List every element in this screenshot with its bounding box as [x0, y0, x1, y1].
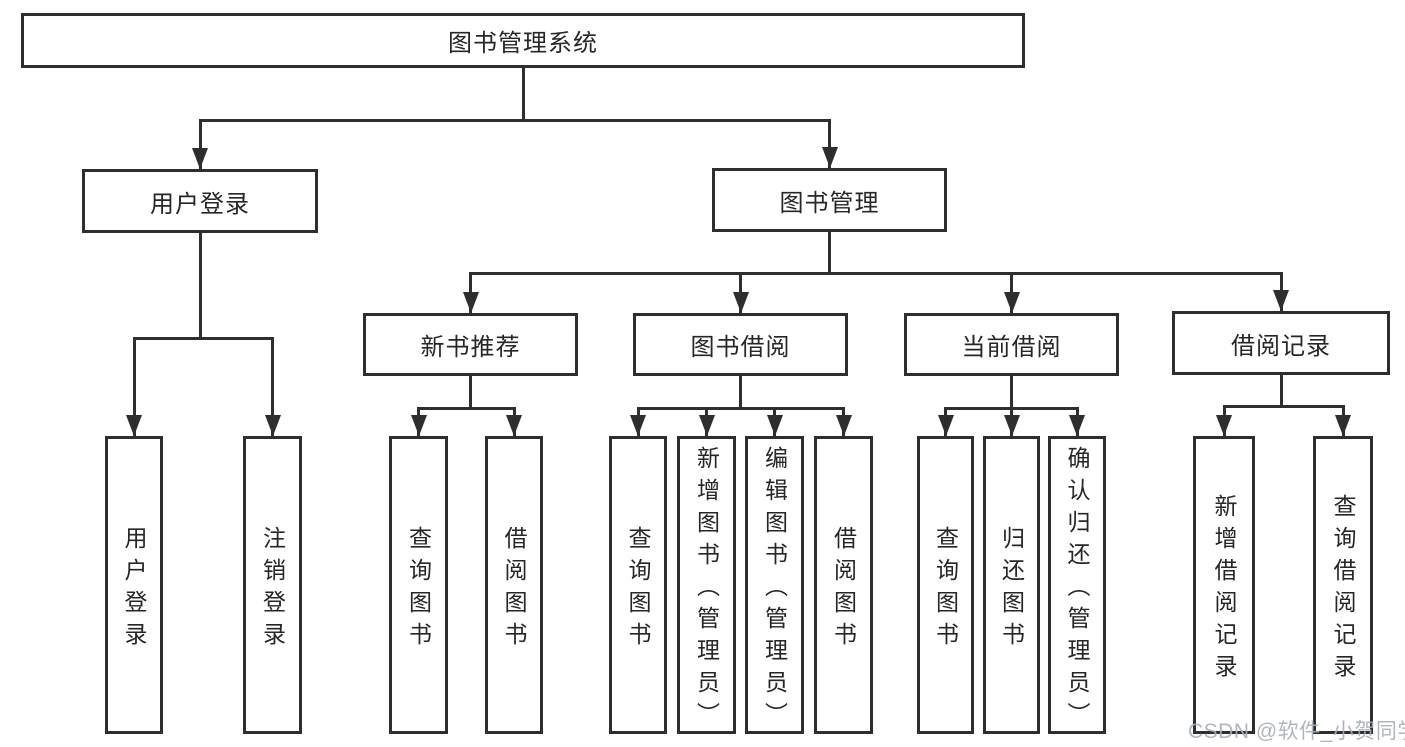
- arrowhead-icon: [821, 147, 838, 168]
- edge-bus: [417, 407, 516, 410]
- edge-bus: [132, 337, 274, 340]
- arrowhead-icon: [264, 415, 281, 436]
- edge-drop: [828, 119, 831, 168]
- diagram-node-label: 确认归还（管理员）: [1064, 445, 1090, 734]
- diagram-node-label: 用户登录: [121, 525, 147, 654]
- edge-bus: [469, 272, 1283, 275]
- diagram-node-leaf-add-borrow-record: 新增借阅记录: [1193, 436, 1255, 734]
- diagram-node-label: 查询图书: [625, 525, 651, 654]
- edge-stem: [521, 68, 525, 122]
- arrowhead-icon: [937, 415, 954, 436]
- diagram-node-label: 当前借阅: [961, 334, 1062, 361]
- diagram-node-leaf-borrow-books-2: 借阅图书: [814, 436, 873, 734]
- edge-stem: [1010, 376, 1013, 410]
- diagram-node-label: 新书推荐: [420, 334, 521, 361]
- edge-bus: [636, 407, 845, 410]
- diagram-node-leaf-logout: 注销登录: [243, 436, 302, 734]
- diagram-node-root: 图书管理系统: [21, 13, 1025, 68]
- diagram-node-label: 借阅图书: [501, 525, 527, 654]
- edge-stem: [469, 376, 472, 410]
- diagram-node-new-book-rec: 新书推荐: [363, 313, 578, 376]
- diagram-node-leaf-query-borrow-record: 查询借阅记录: [1313, 436, 1373, 734]
- diagram-node-leaf-query-books-3: 查询图书: [917, 436, 974, 734]
- arrowhead-icon: [766, 415, 783, 436]
- diagram-node-book-mgmt: 图书管理: [712, 168, 947, 232]
- arrowhead-icon: [732, 292, 749, 313]
- edge-bus: [198, 119, 831, 122]
- diagram-node-label: 图书借阅: [690, 334, 791, 361]
- diagram-node-label: 注销登录: [259, 525, 286, 654]
- diagram-node-leaf-add-book: 新增图书（管理员）: [677, 436, 736, 734]
- diagram-node-borrow-records: 借阅记录: [1172, 311, 1390, 375]
- arrowhead-icon: [1069, 415, 1085, 436]
- edge-drop: [271, 337, 274, 436]
- edge-drop: [132, 337, 136, 436]
- diagram-node-leaf-borrow-books-1: 借阅图书: [485, 436, 543, 734]
- arrowhead-icon: [126, 415, 142, 436]
- arrowhead-icon: [1273, 290, 1289, 311]
- arrowhead-icon: [1003, 292, 1020, 313]
- watermark: CSDN @软件_小贺同学: [1188, 720, 1405, 743]
- edge-stem: [198, 233, 202, 340]
- arrowhead-icon: [835, 415, 852, 436]
- diagram-node-leaf-query-books-1: 查询图书: [389, 436, 448, 734]
- diagram-node-label: 查询图书: [405, 525, 432, 654]
- diagram-node-leaf-query-books-2: 查询图书: [609, 436, 667, 734]
- diagram-node-label: 新增图书（管理员）: [693, 445, 720, 734]
- edge-stem: [739, 376, 742, 410]
- diagram-node-leaf-user-login: 用户登录: [105, 436, 163, 734]
- diagram-node-label: 借阅图书: [830, 525, 857, 654]
- diagram-node-label: 新增借阅记录: [1211, 493, 1237, 686]
- diagram-node-label: 图书管理系统: [448, 30, 598, 57]
- edge-stem: [828, 232, 831, 275]
- edge-bus: [1222, 405, 1345, 408]
- diagram-node-label: 查询借阅记录: [1330, 493, 1356, 686]
- arrowhead-icon: [410, 415, 427, 436]
- arrowhead-icon: [1335, 415, 1351, 436]
- diagram-node-leaf-confirm-return: 确认归还（管理员）: [1048, 436, 1106, 734]
- arrowhead-icon: [192, 148, 208, 169]
- arrowhead-icon: [1003, 415, 1020, 436]
- diagram-node-label: 编辑图书（管理员）: [761, 445, 788, 734]
- diagram-node-label: 借阅记录: [1231, 332, 1331, 360]
- diagram-node-label: 归还图书: [998, 525, 1025, 654]
- arrowhead-icon: [506, 415, 522, 436]
- diagram-node-label: 查询图书: [932, 525, 959, 654]
- diagram-node-leaf-return-book: 归还图书: [983, 436, 1040, 734]
- diagram-node-book-borrow: 图书借阅: [633, 313, 848, 376]
- diagram-node-current-borrow: 当前借阅: [904, 313, 1119, 376]
- edge-drop: [198, 119, 202, 169]
- diagram-node-user-login: 用户登录: [82, 169, 318, 233]
- diagram-node-leaf-edit-book: 编辑图书（管理员）: [745, 436, 804, 734]
- diagram-node-label: 用户登录: [150, 190, 250, 218]
- arrowhead-icon: [462, 292, 479, 313]
- arrowhead-icon: [698, 415, 715, 436]
- arrowhead-icon: [630, 415, 646, 436]
- edge-stem: [1279, 375, 1283, 408]
- arrowhead-icon: [1216, 415, 1232, 436]
- diagram-node-label: 图书管理: [779, 189, 880, 217]
